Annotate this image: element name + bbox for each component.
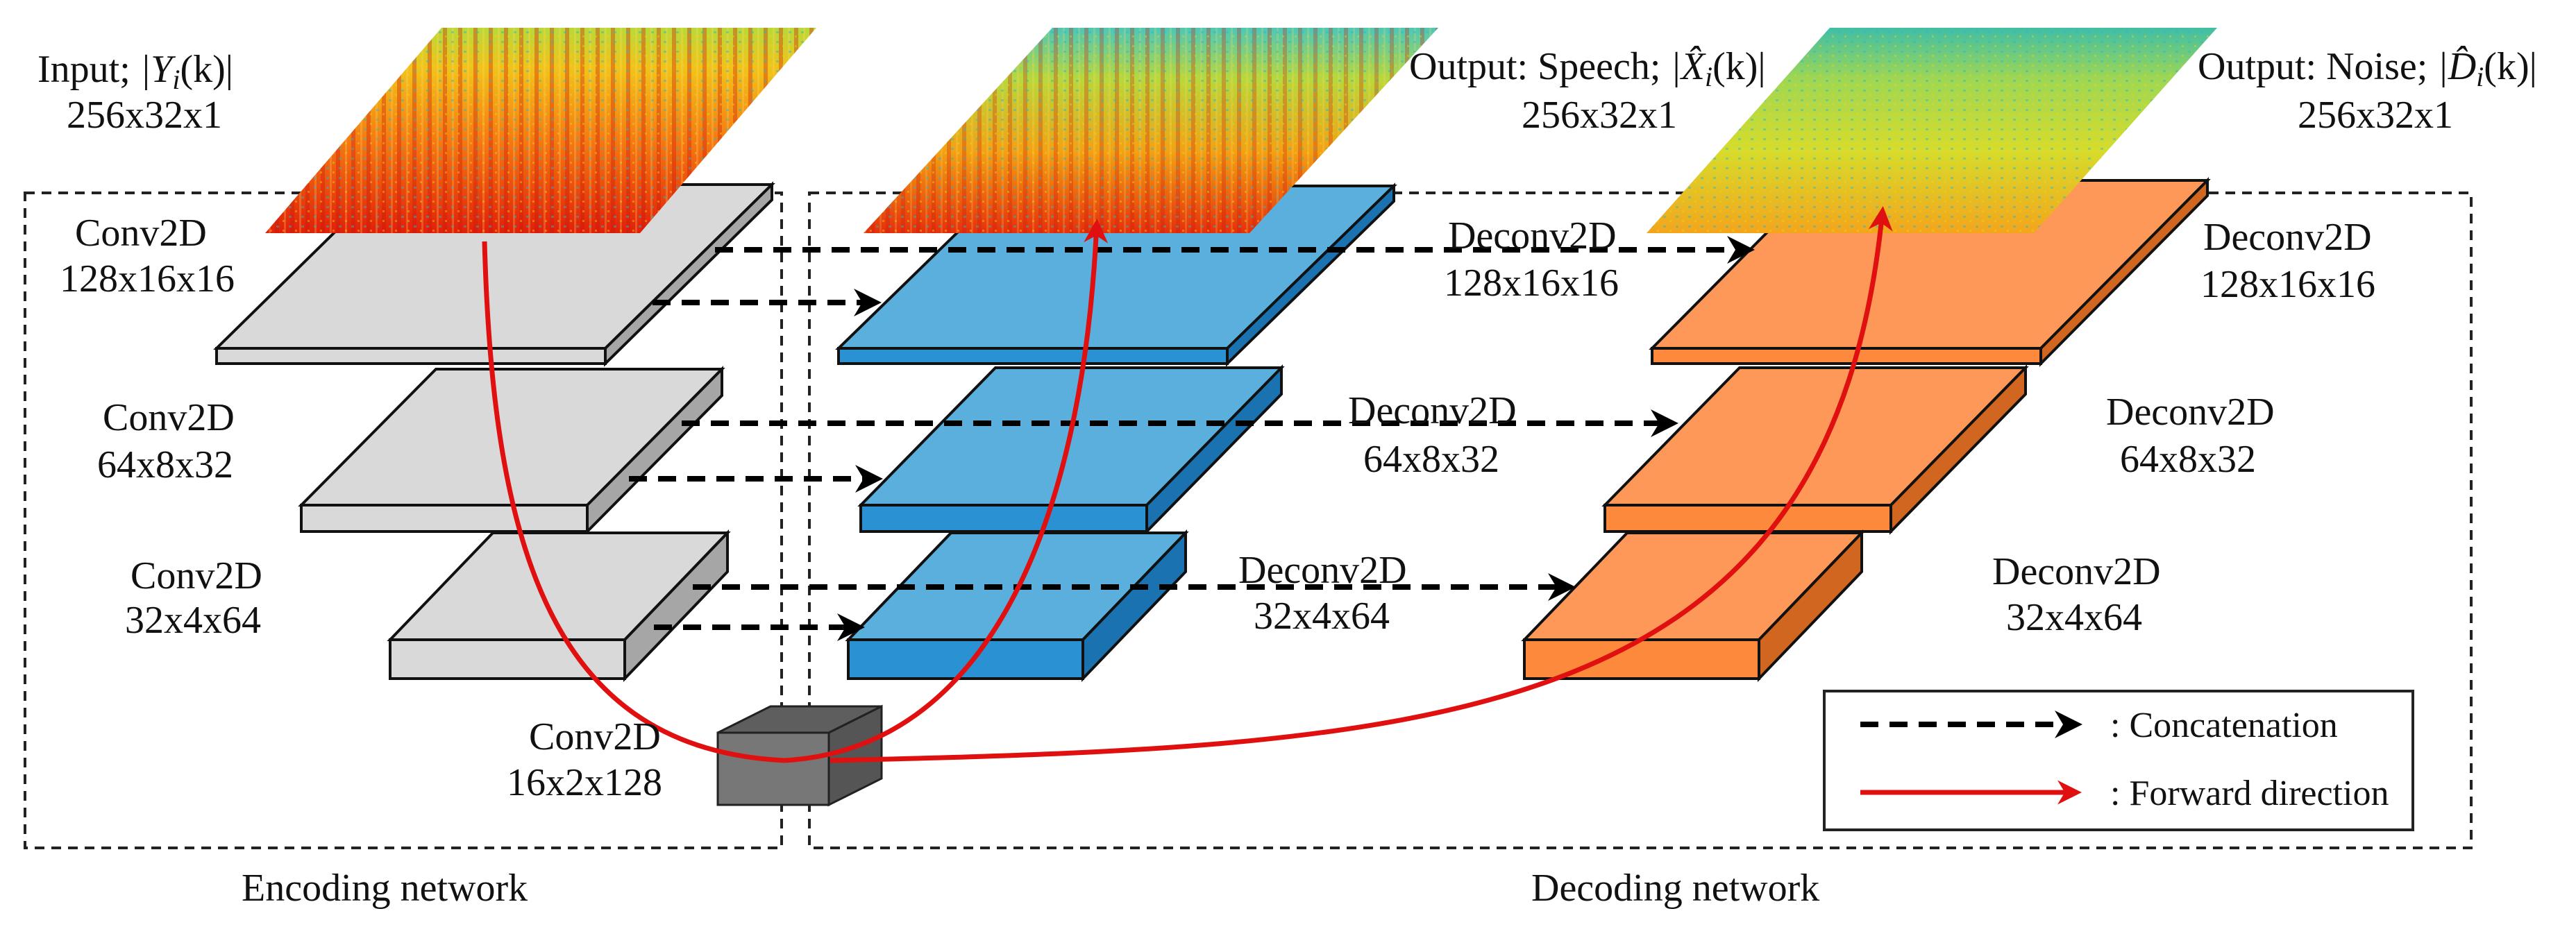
speech-decoder-layer-3-dims: 32x4x64: [1254, 595, 1390, 638]
legend: : Concatenation : Forward direction: [1823, 690, 2414, 831]
speech-decoder-layer-1-dims: 128x16x16: [1444, 262, 1619, 305]
encoding-network-frame: [24, 192, 783, 849]
noise-decoder-layer-1-dims: 128x16x16: [2200, 263, 2375, 306]
speech-decoder-layer-3-name: Deconv2D: [1238, 549, 1407, 592]
forward-curve-input-to-bottleneck: [482, 241, 785, 763]
legend-forward-label: : Forward direction: [2110, 774, 2389, 813]
noise-decoder-layer-3-dims: 32x4x64: [2006, 596, 2142, 639]
speech-output-spectrogram: [864, 28, 1438, 233]
decoding-network-frame: [808, 192, 2473, 849]
speech-output-label: Output: Speech; |X̂i(k)|: [1409, 45, 1766, 92]
bottleneck-dims: 16x2x128: [507, 761, 662, 804]
encoder-layer-3-name: Conv2D: [131, 554, 262, 597]
speech-decoder-layer-2-dims: 64x8x32: [1363, 438, 1499, 481]
encoder-layer-2-dims: 64x8x32: [97, 443, 233, 486]
bottleneck-name: Conv2D: [529, 715, 661, 758]
speech-output-dims: 256x32x1: [1522, 94, 1677, 137]
speech-decoder-layer-1-name: Deconv2D: [1448, 214, 1617, 257]
noise-output-spectrogram: [1647, 28, 2217, 233]
encoder-layer-3-block: [387, 529, 731, 682]
input-label: Input; |Yi(k)|: [37, 48, 233, 95]
speech-decoder-layer-2-name: Deconv2D: [1348, 389, 1517, 432]
noise-decoder-layer-3-name: Deconv2D: [1992, 550, 2161, 593]
noise-decoder-layer-2-dims: 64x8x32: [2120, 438, 2256, 481]
legend-box: [1823, 690, 2414, 831]
concatenation-arrows: [629, 236, 1755, 641]
forward-curve-bottleneck-to-speech: [784, 219, 1109, 763]
encoding-network-caption: Encoding network: [242, 867, 528, 910]
encoder-layer-1-dims: 128x16x16: [60, 257, 235, 300]
encoder-layer-2-name: Conv2D: [103, 396, 235, 439]
bottleneck-cube: [716, 704, 883, 807]
encoder-layer-1-name: Conv2D: [75, 212, 207, 255]
forward-curve-bottleneck-to-noise: [830, 206, 1893, 763]
encoder-layer-3-dims: 32x4x64: [125, 599, 261, 642]
input-spectrogram: [265, 28, 816, 233]
noise-decoder-layer-3-block: [1521, 529, 1865, 682]
noise-output-label: Output: Noise; |D̂i(k)|: [2198, 45, 2537, 92]
noise-decoder-layer-2-block: [1601, 364, 2029, 535]
noise-decoder-layer-1-name: Deconv2D: [2203, 216, 2372, 259]
speech-decoder-layer-3-block: [845, 529, 1189, 682]
forward-direction-arrows: [482, 206, 1893, 763]
noise-decoder-layer-2-name: Deconv2D: [2106, 391, 2275, 434]
legend-concatenation-label: : Concatenation: [2110, 706, 2338, 745]
input-dims: 256x32x1: [67, 94, 222, 137]
speech-decoder-layer-2-block: [857, 364, 1285, 535]
noise-output-dims: 256x32x1: [2298, 94, 2453, 137]
decoding-network-caption: Decoding network: [1531, 867, 1819, 910]
